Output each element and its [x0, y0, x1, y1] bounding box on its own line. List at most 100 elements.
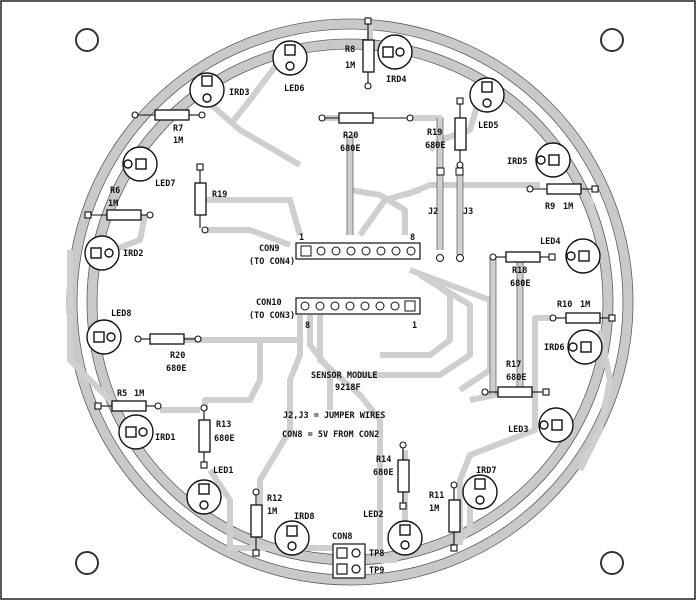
- label-con10-note: (TO CON3): [249, 311, 295, 321]
- r9-body: [546, 183, 582, 195]
- label-led4: LED4: [540, 237, 560, 247]
- label-led5: LED5: [478, 121, 498, 131]
- resistor-leads: [84, 17, 616, 557]
- label-title: SENSOR MODULE: [311, 371, 378, 381]
- label-r13: R13: [216, 420, 231, 430]
- led4-footprint: [565, 238, 601, 274]
- ird1-footprint: [118, 414, 154, 450]
- r10-body: [565, 312, 601, 324]
- label-ird2: IRD2: [123, 249, 143, 259]
- con8-header: [332, 543, 366, 579]
- label-r6-value: 1M: [108, 199, 118, 209]
- label-con10: CON10: [256, 298, 282, 308]
- label-r5-value: 1M: [134, 389, 144, 399]
- label-note-jumpers: J2,J3 = JUMPER WIRES: [283, 411, 385, 421]
- label-r8: R8: [345, 45, 355, 55]
- label-r16-value: 680E: [510, 279, 530, 289]
- label-r7: R7: [173, 124, 183, 134]
- silkscreen-labels: IRD3 LED6 R8 1M IRD4 LED5 R7 1M R20 680E…: [108, 45, 590, 576]
- label-r12-value: 1M: [267, 507, 277, 517]
- label-ird8: IRD8: [294, 512, 314, 522]
- label-note-con8: CON8 = 5V FROM CON2: [282, 430, 379, 440]
- label-r13-value: 680E: [214, 434, 234, 444]
- label-con8: CON8: [332, 532, 352, 542]
- r11-body: [448, 499, 461, 533]
- label-ird1: IRD1: [155, 433, 175, 443]
- r7-body: [154, 109, 190, 121]
- led3-footprint: [538, 407, 574, 443]
- label-tp8: TP8: [369, 549, 384, 559]
- label-ird3: IRD3: [229, 88, 249, 98]
- label-r20-value: 680E: [166, 364, 186, 374]
- label-led7: LED7: [155, 179, 175, 189]
- label-led1: LED1: [213, 466, 233, 476]
- label-led3: LED3: [508, 425, 528, 435]
- label-r9-value: 1M: [563, 202, 573, 212]
- label-con10-pin1: 1: [412, 321, 417, 331]
- ird4-footprint: [377, 34, 413, 70]
- label-r10-value: 1M: [580, 300, 590, 310]
- mounting-holes: [75, 28, 624, 575]
- r15-body: [497, 386, 533, 398]
- label-r17: R19: [427, 128, 442, 138]
- ird3-footprint: [189, 72, 225, 108]
- label-r11: R11: [429, 491, 444, 501]
- led8-footprint: [86, 319, 122, 355]
- label-r10: R10: [557, 300, 572, 310]
- label-led8: LED8: [111, 309, 131, 319]
- led5-footprint: [469, 77, 505, 113]
- ird8-footprint: [274, 520, 310, 556]
- con10-header: [295, 297, 421, 315]
- r17-body: [454, 117, 467, 151]
- label-r17-value: 680E: [425, 141, 445, 151]
- label-ird7: IRD7: [476, 466, 496, 476]
- r12-body: [250, 504, 263, 538]
- label-led6: LED6: [284, 84, 304, 94]
- label-r18-value: 680E: [340, 144, 360, 154]
- ird6-footprint: [567, 329, 603, 365]
- jumpers: [436, 167, 464, 262]
- label-con10-pin8: 8: [305, 321, 310, 331]
- label-r20: R20: [170, 351, 185, 361]
- led1-footprint: [186, 479, 222, 515]
- r18-body: [338, 112, 374, 124]
- r14-body: [397, 459, 410, 493]
- label-con9-pin1: 1: [299, 233, 304, 243]
- label-ird6: IRD6: [544, 343, 564, 353]
- r19-body: [194, 182, 207, 216]
- label-board-code: 9218F: [335, 383, 361, 393]
- led2-footprint: [387, 520, 423, 556]
- r13-body: [198, 419, 211, 453]
- label-r7-value: 1M: [173, 136, 183, 146]
- label-j3: J3: [463, 207, 473, 217]
- mounting-hole: [600, 551, 624, 575]
- label-con9-note: (TO CON4): [249, 257, 295, 267]
- label-con9-pin8: 8: [410, 233, 415, 243]
- r16-body: [505, 251, 541, 263]
- component-pads: [84, 34, 603, 556]
- label-r14-value: 680E: [373, 468, 393, 478]
- mounting-hole: [75, 551, 99, 575]
- label-r9: R9: [545, 202, 555, 212]
- con9-header: [295, 242, 421, 260]
- label-con9: CON9: [259, 244, 279, 254]
- label-j2: J2: [428, 207, 438, 217]
- r20-body: [149, 333, 185, 345]
- ird7-footprint: [462, 474, 498, 510]
- label-ird5: IRD5: [507, 157, 527, 167]
- label-r19: R19: [212, 190, 227, 200]
- label-ird4: IRD4: [386, 75, 406, 85]
- ird2-footprint: [84, 235, 120, 271]
- ird5-footprint: [535, 142, 571, 178]
- mounting-hole: [75, 28, 99, 52]
- mounting-hole: [600, 28, 624, 52]
- label-r8-value: 1M: [345, 61, 355, 71]
- label-r5: R5: [117, 389, 127, 399]
- label-r16: R18: [512, 266, 527, 276]
- label-r18: R20: [343, 131, 358, 141]
- r8-body: [362, 39, 375, 73]
- label-led2: LED2: [363, 510, 383, 520]
- label-r12: R12: [267, 494, 282, 504]
- led6-footprint: [272, 40, 308, 76]
